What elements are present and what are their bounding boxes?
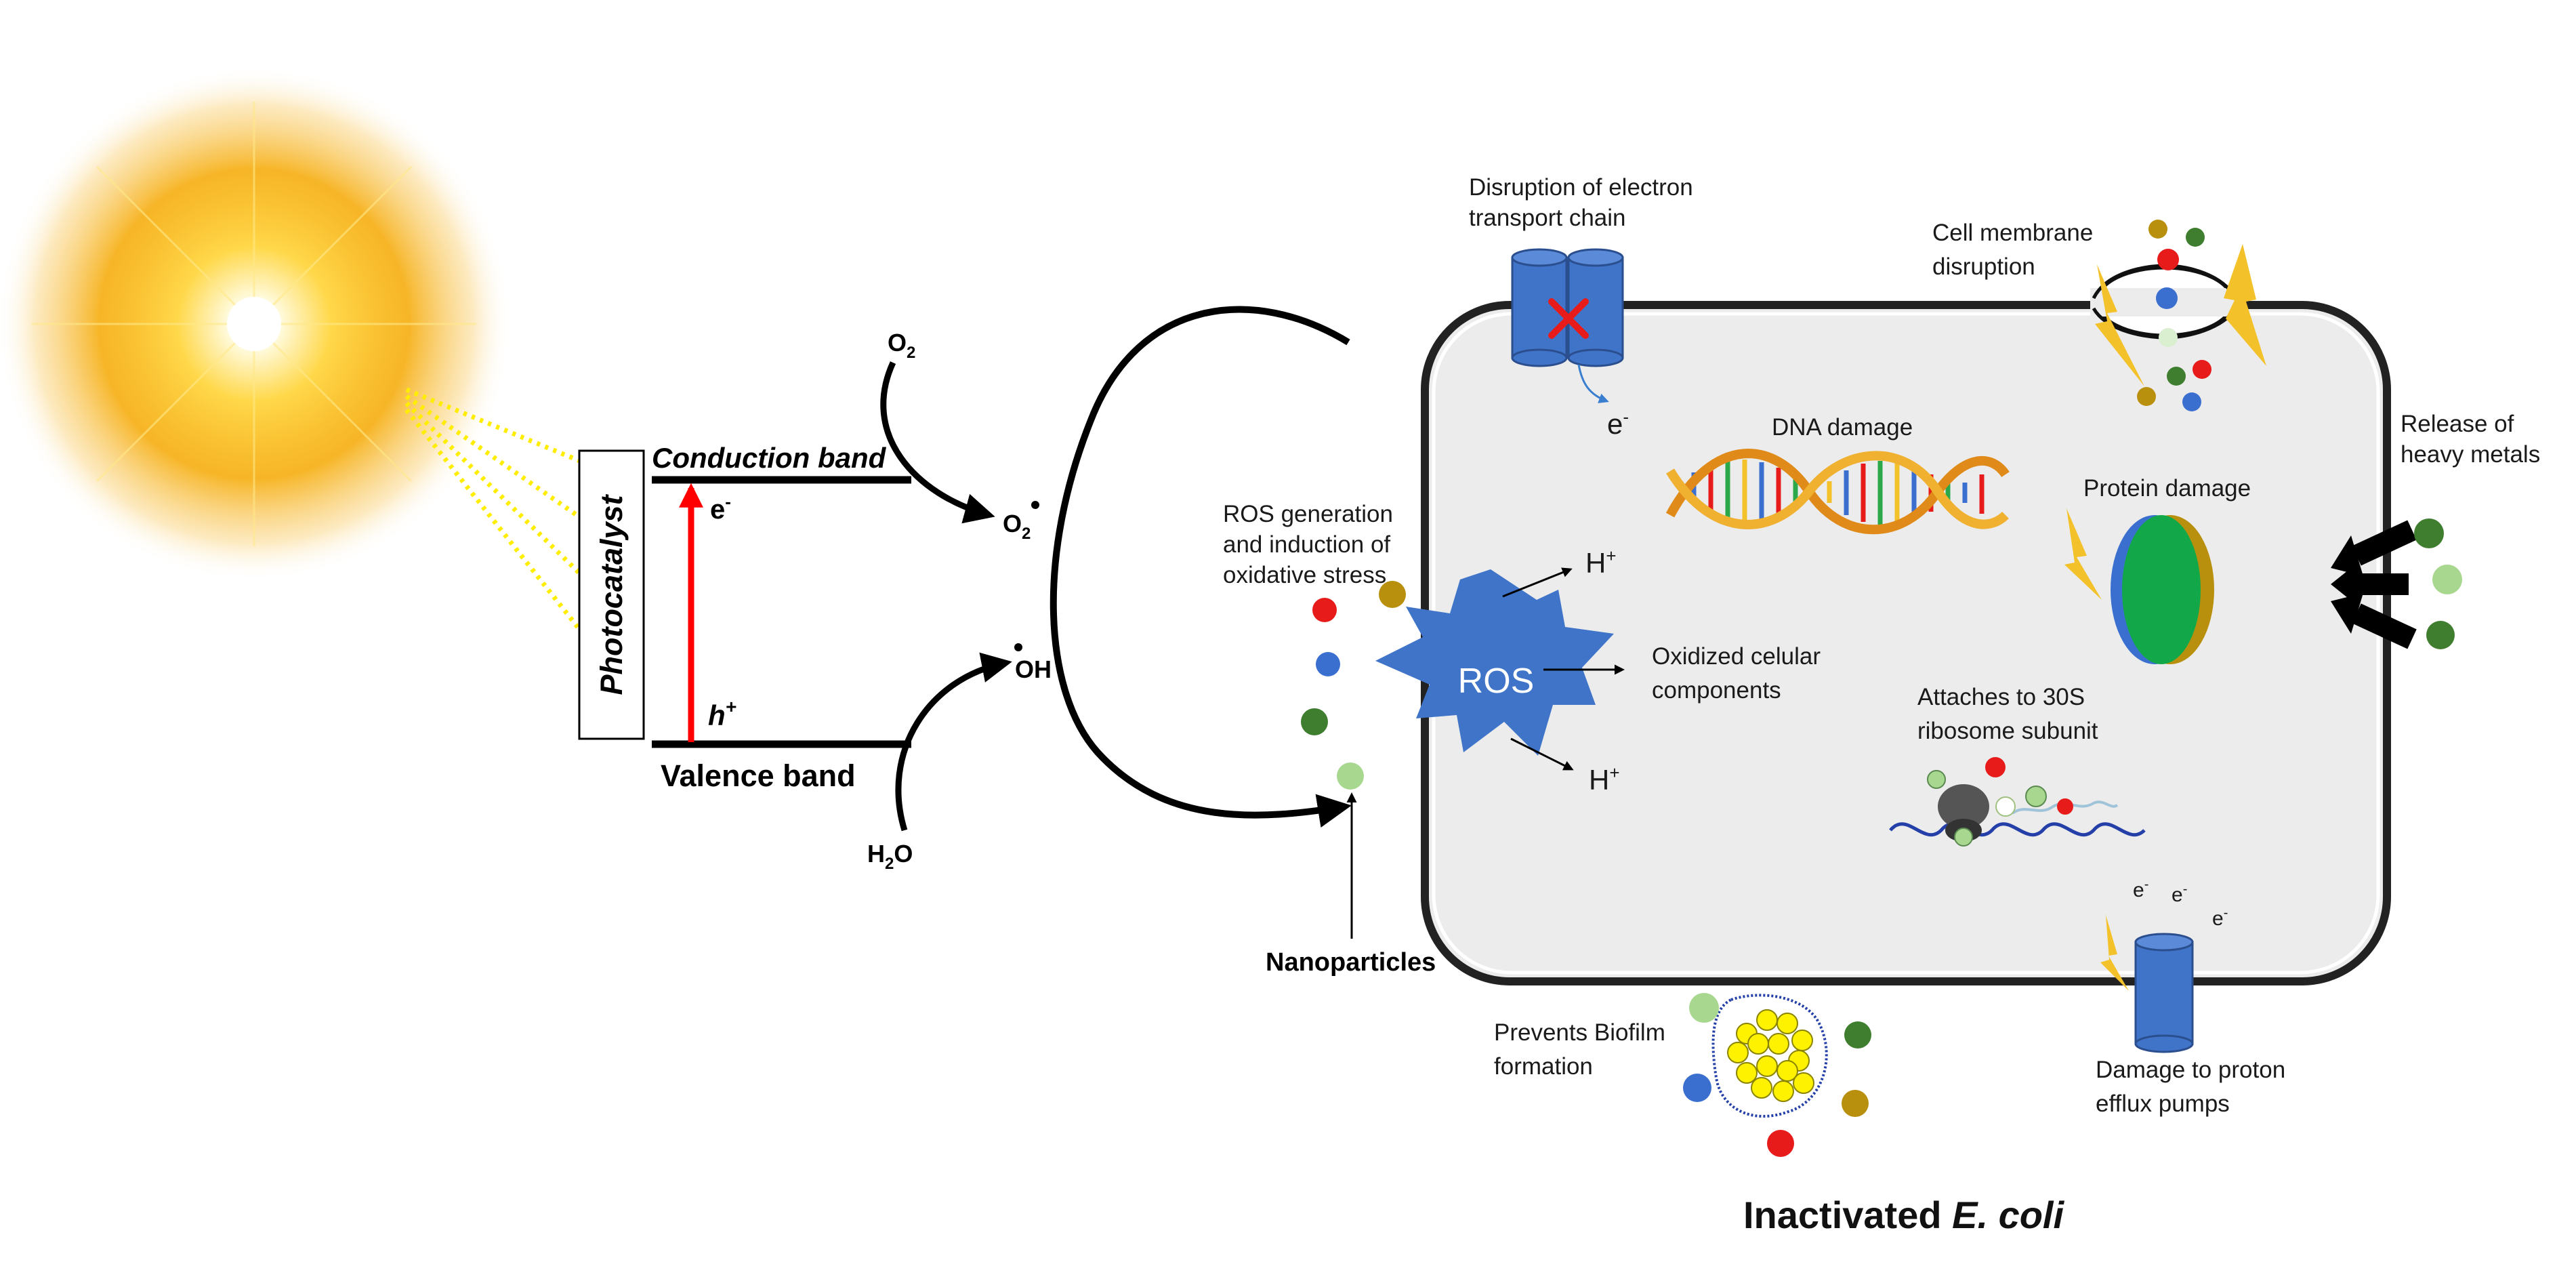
etc-electron-arrow — [1577, 364, 1609, 403]
hole-label: h+ — [708, 696, 736, 731]
h-plus-label-top: H+ — [1585, 546, 1617, 579]
o2-reduction-arrow — [880, 361, 995, 524]
photocatalyst-box — [578, 449, 645, 740]
photocatalyst-label: Photocatalyst — [594, 493, 629, 695]
nanoparticle-blue — [1316, 652, 1340, 676]
superoxide-label: O2 — [1003, 510, 1031, 543]
membrane-lightning-icons — [2095, 244, 2266, 386]
biofilm-particle-dots — [1683, 993, 1871, 1157]
efflux-pump-icon — [2134, 933, 2194, 1053]
conduction-band-label: Conduction band — [652, 442, 887, 474]
hydroxyl-label: OH — [1015, 655, 1052, 683]
nanoparticles-label: Nanoparticles — [1266, 948, 1436, 977]
etc-electron-label: e- — [1607, 407, 1629, 440]
ribosome-icon — [1889, 757, 2146, 847]
pump-electron-2: e- — [2172, 882, 2187, 906]
water-oxidation-arrow — [895, 652, 1012, 832]
inactivated-caption: Inactivated E. coli — [1743, 1194, 2064, 1236]
oxygen-label: O2 — [888, 329, 915, 362]
hydroxyl-radical-dot — [1014, 643, 1022, 651]
ros-star-icon — [1375, 569, 1614, 756]
nanoparticle-red — [1312, 598, 1337, 622]
h-plus-arrow-top — [1502, 567, 1573, 598]
heavy-metal-arrows — [2331, 520, 2417, 649]
biofilm-icon — [1711, 994, 1828, 1118]
protein-lightning-icon — [2064, 508, 2102, 600]
heavy-metal-particles — [2414, 518, 2462, 649]
superoxide-radical-dot — [1031, 501, 1039, 509]
pump-electron-1: e- — [2133, 877, 2148, 901]
dna-helix-icon — [1665, 449, 2010, 535]
protein-icon — [2111, 515, 2214, 664]
nanoparticle-light-green — [1337, 762, 1364, 790]
transport-channel-icon — [1511, 248, 1624, 367]
ros-label: ROS — [1458, 661, 1535, 701]
pump-electron-3: e- — [2212, 905, 2228, 930]
sun-icon — [0, 66, 512, 582]
ros-delivery-arrow — [1050, 306, 1352, 828]
light-rays — [404, 387, 598, 653]
protein-damage-label: Protein damage — [2083, 475, 2251, 502]
dna-damage-label: DNA damage — [1772, 414, 1913, 441]
h-plus-label-bottom: H+ — [1589, 762, 1620, 796]
h-plus-arrow-bottom — [1510, 737, 1574, 771]
nanoparticle-dots — [1301, 581, 1406, 790]
nanoparticle-dark-green — [1301, 708, 1328, 735]
membrane-particle-dots — [2137, 220, 2211, 411]
water-label: H2O — [867, 840, 913, 873]
nanoparticle-olive — [1379, 581, 1406, 608]
electron-label: e- — [710, 491, 731, 525]
blocked-x-icon — [1548, 298, 1589, 339]
pump-lightning-icon — [2100, 915, 2129, 991]
valence-band-label: Valence band — [661, 758, 856, 793]
